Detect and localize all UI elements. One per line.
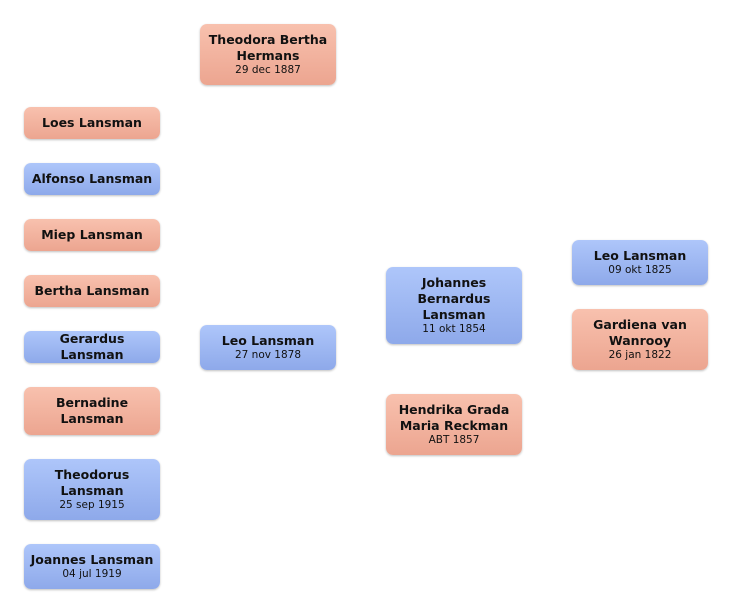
person-card-gerardus-lansman[interactable]: Gerardus Lansman [24,331,160,363]
person-birth-date: 25 sep 1915 [59,499,125,511]
person-card-leo-lansman-1878[interactable]: Leo Lansman 27 nov 1878 [200,325,336,370]
person-name: Leo Lansman [221,333,315,348]
person-birth-date: 11 okt 1854 [422,323,486,335]
person-birth-date: 29 dec 1887 [235,64,301,76]
person-card-gardiena-van-wanrooy[interactable]: Gardiena van Wanrooy 26 jan 1822 [572,309,708,370]
person-name: Johannes Bernardus Lansman [417,275,491,322]
person-birth-date: 26 jan 1822 [608,349,672,361]
person-name: Joannes Lansman [30,552,154,567]
person-name: Theodora Bertha Hermans [208,32,328,63]
person-card-loes-lansman[interactable]: Loes Lansman [24,107,160,139]
person-card-joannes-lansman[interactable]: Joannes Lansman 04 jul 1919 [24,544,160,589]
person-name: Bernadine Lansman [55,395,129,426]
person-card-leo-lansman-1825[interactable]: Leo Lansman 09 okt 1825 [572,240,708,285]
person-card-johannes-bernardus-lansman[interactable]: Johannes Bernardus Lansman 11 okt 1854 [386,267,522,344]
person-name: Loes Lansman [42,115,142,130]
person-birth-date: 09 okt 1825 [608,264,672,276]
person-card-hendrika-grada-maria-reckman[interactable]: Hendrika Grada Maria Reckman ABT 1857 [386,394,522,455]
person-card-theodorus-lansman[interactable]: Theodorus Lansman 25 sep 1915 [24,459,160,520]
person-name: Alfonso Lansman [31,171,153,186]
person-name: Gerardus Lansman [59,331,125,362]
person-card-alfonso-lansman[interactable]: Alfonso Lansman [24,163,160,195]
person-name: Gardiena van Wanrooy [593,317,687,348]
person-card-bertha-lansman[interactable]: Bertha Lansman [24,275,160,307]
person-card-miep-lansman[interactable]: Miep Lansman [24,219,160,251]
person-birth-date: 04 jul 1919 [62,568,122,580]
person-name: Bertha Lansman [34,283,150,298]
person-name: Leo Lansman [593,248,687,263]
person-birth-date: ABT 1857 [428,434,480,446]
person-card-bernadine-lansman[interactable]: Bernadine Lansman [24,387,160,435]
person-birth-date: 27 nov 1878 [234,349,302,361]
person-name: Miep Lansman [41,227,143,242]
person-card-theodora-bertha-hermans[interactable]: Theodora Bertha Hermans 29 dec 1887 [200,24,336,85]
person-name: Hendrika Grada Maria Reckman [398,402,510,433]
person-name: Theodorus Lansman [54,467,130,498]
